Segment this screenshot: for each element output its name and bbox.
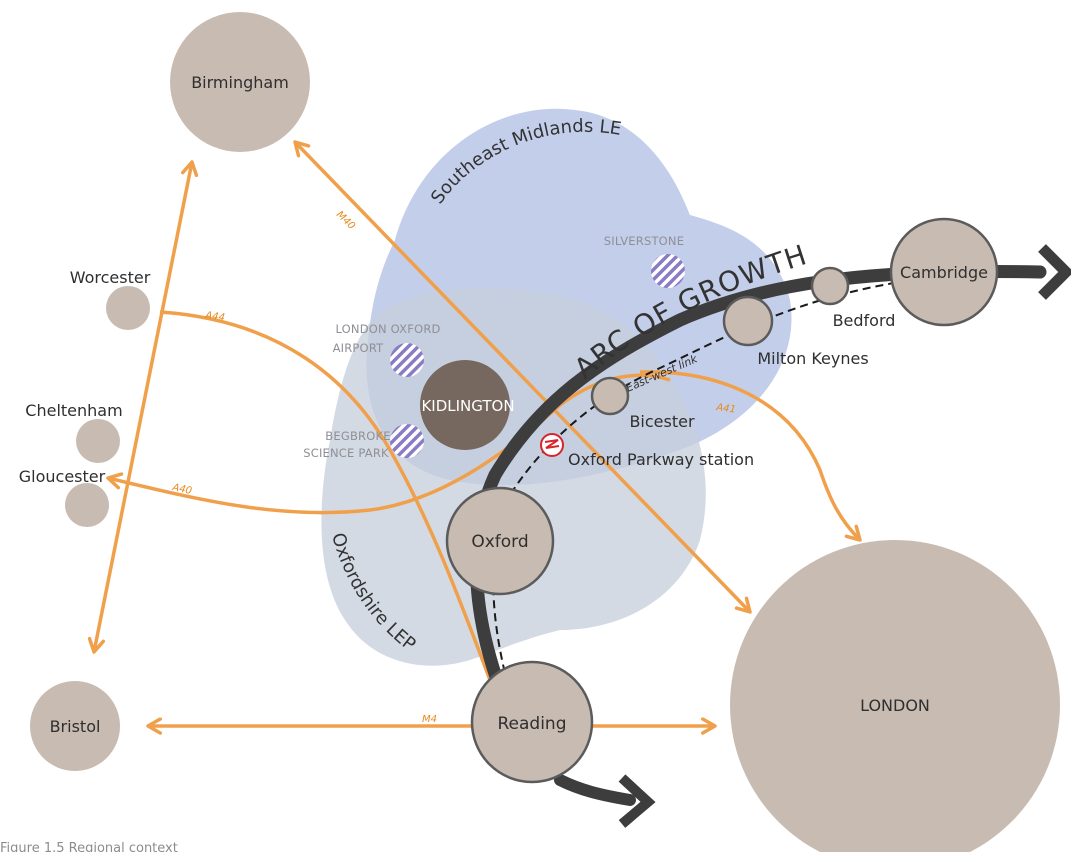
road-m40	[293, 140, 752, 614]
city-cambridge: Cambridge	[889, 217, 999, 327]
arc-arrowhead-east	[1038, 244, 1071, 300]
road-label-a41: A41	[715, 402, 737, 416]
city-label-gloucester: Gloucester	[19, 467, 106, 486]
city-birmingham: Birmingham	[170, 12, 310, 152]
oxford-parkway-station: Oxford Parkway station	[540, 433, 754, 469]
road-label-m40: M40	[334, 209, 357, 232]
site-silverstone: SILVERSTONE	[604, 234, 685, 288]
site-label-begbroke-line2: SCIENCE PARK	[303, 446, 389, 460]
city-bicester: Bicester	[590, 376, 695, 431]
city-label-cambridge: Cambridge	[900, 263, 988, 282]
site-label-silverstone: SILVERSTONE	[604, 234, 684, 248]
city-gloucester: Gloucester	[19, 467, 109, 527]
city-label-london: LONDON	[860, 696, 930, 715]
city-label-bicester: Bicester	[629, 412, 695, 431]
site-london-oxford-airport: LONDON OXFORD AIRPORT	[333, 322, 440, 377]
city-label-bristol: Bristol	[50, 717, 101, 736]
arc-branch-south	[554, 774, 636, 806]
city-oxford: Oxford	[445, 486, 555, 596]
road-label-a44: A44	[204, 310, 226, 324]
road-a44	[159, 310, 492, 681]
city-label-worcester: Worcester	[70, 268, 151, 287]
city-milton-keynes: Milton Keynes	[722, 295, 869, 368]
city-reading: Reading	[470, 660, 594, 784]
road-a41	[639, 370, 862, 542]
city-bedford: Bedford	[810, 266, 896, 330]
road-label-a40: A40	[170, 482, 192, 497]
city-label-birmingham: Birmingham	[191, 73, 289, 92]
city-london: LONDON	[730, 540, 1060, 852]
city-label-cheltenham: Cheltenham	[25, 401, 122, 420]
arc-arrowhead-south	[618, 774, 656, 828]
city-label-oxford: Oxford	[471, 532, 528, 552]
city-kidlington: KIDLINGTON	[420, 360, 515, 450]
city-worcester: Worcester	[70, 268, 151, 330]
figure-caption: Figure 1.5 Regional context	[0, 841, 178, 852]
city-cheltenham: Cheltenham	[25, 401, 123, 463]
site-label-begbroke-line1: BEGBROKE	[325, 429, 390, 443]
site-label-airport-line1: LONDON OXFORD	[335, 322, 440, 336]
road-label-m4: M4	[422, 714, 437, 725]
city-label-milton-keynes: Milton Keynes	[757, 349, 868, 368]
station-label: Oxford Parkway station	[568, 450, 754, 469]
city-label-bedford: Bedford	[833, 311, 896, 330]
road-birmingham-bristol	[87, 160, 199, 654]
site-begbroke-science-park: BEGBROKE SCIENCE PARK	[303, 424, 424, 460]
site-label-airport-line2: AIRPORT	[333, 341, 385, 355]
city-label-kidlington: KIDLINGTON	[421, 397, 514, 415]
city-label-reading: Reading	[497, 714, 566, 734]
city-bristol: Bristol	[30, 681, 120, 771]
